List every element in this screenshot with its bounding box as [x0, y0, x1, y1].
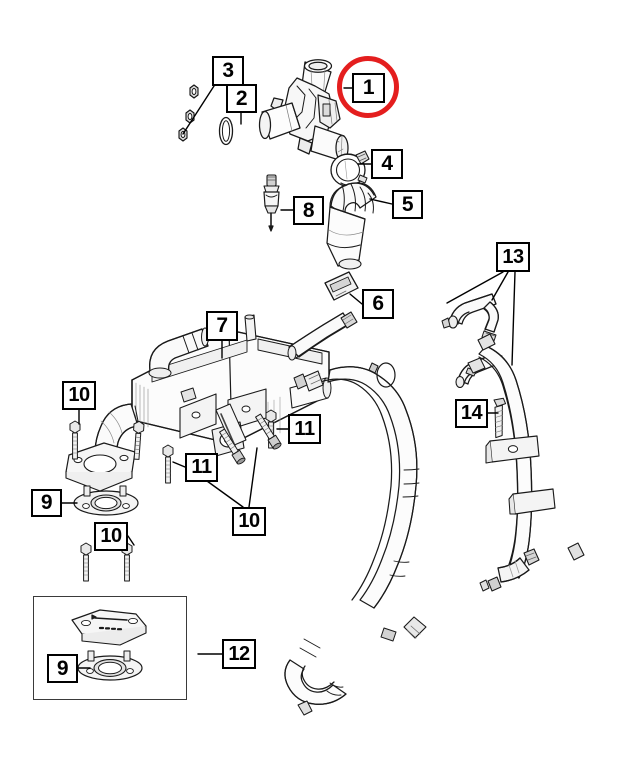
- callout-box-5[interactable]: 5: [392, 190, 423, 219]
- part-flexible-elbow-hose: [326, 182, 377, 270]
- part-temperature-sensor: [263, 174, 280, 232]
- part-egr-cooler: [65, 311, 358, 492]
- part-coolant-hose-long-left: [284, 362, 427, 716]
- red-circle-highlight: [337, 56, 399, 118]
- callout-box-11[interactable]: 11: [288, 414, 321, 444]
- callout-box-6[interactable]: 6: [362, 289, 394, 319]
- callout-box-9[interactable]: 9: [31, 489, 62, 517]
- part-o-ring-seal: [218, 116, 234, 146]
- callout-box-9[interactable]: 9: [47, 654, 78, 683]
- callout-box-7[interactable]: 7: [206, 311, 238, 341]
- part-cooler-inlet-detail: [71, 609, 147, 681]
- callout-box-13[interactable]: 13: [496, 242, 530, 272]
- part-coolant-tube-short-upper: [441, 293, 499, 342]
- part-flange-gasket-a: [73, 485, 139, 516]
- callout-box-10[interactable]: 10: [62, 381, 96, 410]
- part-nut-fastener: [178, 84, 199, 142]
- part-egr-valve-assembly: [258, 59, 349, 162]
- callout-box-8[interactable]: 8: [293, 196, 324, 225]
- callout-box-1[interactable]: 1: [352, 73, 385, 103]
- callout-box-10[interactable]: 10: [232, 507, 266, 536]
- callout-box-3[interactable]: 3: [212, 56, 244, 86]
- callout-box-12[interactable]: 12: [222, 639, 256, 669]
- callout-box-11[interactable]: 11: [185, 453, 218, 482]
- detail-inset-panel: [33, 596, 187, 700]
- part-hose-end-fitting: [567, 542, 585, 561]
- part-clamp-bracket: [324, 271, 359, 301]
- part-socket-bolt-group: [219, 413, 282, 465]
- callout-box-4[interactable]: 4: [371, 149, 403, 179]
- callout-box-2[interactable]: 2: [226, 84, 257, 113]
- callout-box-14[interactable]: 14: [455, 399, 488, 428]
- callout-box-10[interactable]: 10: [94, 522, 128, 551]
- part-coolant-tube-long-right: [467, 333, 556, 592]
- part-mounting-screw: [493, 397, 507, 439]
